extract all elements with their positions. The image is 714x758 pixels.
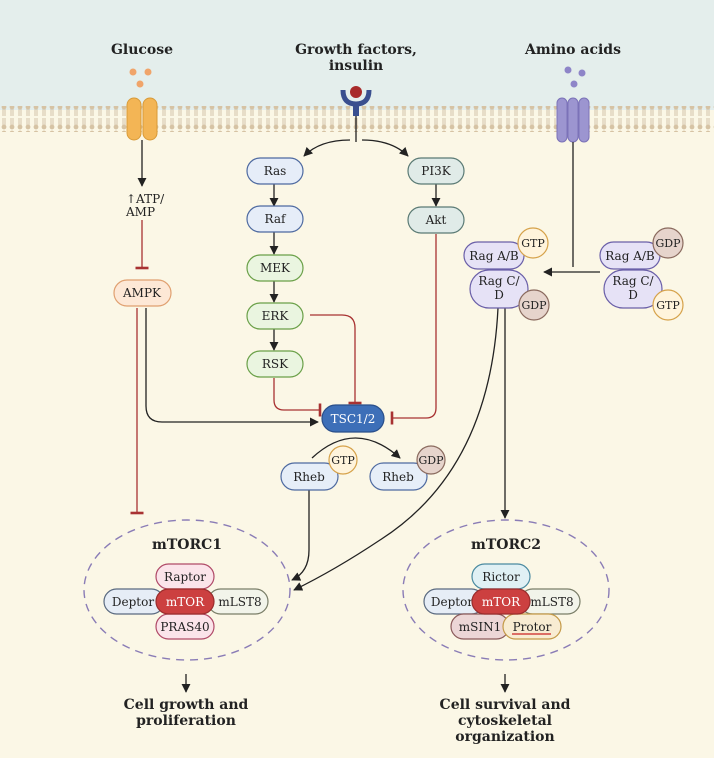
amino-acids-label: Amino acids [524, 42, 621, 58]
rheb-gdp-node: Rheb GDP [369, 445, 446, 491]
svg-text:GDP: GDP [418, 454, 444, 467]
svg-text:AMPK: AMPK [122, 286, 162, 300]
svg-text:Ras: Ras [264, 164, 287, 178]
mtorc2-complex: mTORC2 Rictor Deptor mLST8 mSIN1 Protor … [402, 519, 610, 661]
svg-text:TSC1/2: TSC1/2 [331, 412, 376, 426]
atp-amp-label: ↑ATP/ [126, 192, 165, 206]
svg-text:Akt: Akt [425, 213, 447, 227]
svg-text:Rheb: Rheb [293, 470, 325, 484]
rag-inactive-complex: Rag A/B GDP Rag C/ D GTP [599, 227, 684, 321]
svg-text:GDP: GDP [521, 299, 547, 312]
atp-amp-label-2: AMP [125, 205, 155, 219]
edge-rag-mtorc1 [293, 307, 499, 591]
svg-text:mTOR: mTOR [166, 595, 205, 609]
rheb-gtp-node: Rheb GTP [280, 445, 358, 491]
output-mtorc2-line3: organization [455, 729, 554, 745]
edge-rsk-tsc [273, 378, 322, 417]
erk-node: ERK [246, 302, 304, 330]
mtorc1-complex: mTORC1 Raptor Deptor mLST8 PRAS40 mTOR [83, 519, 291, 661]
insulin-receptor-icon [340, 86, 372, 116]
svg-text:Rheb: Rheb [382, 470, 414, 484]
svg-text:Rag A/B: Rag A/B [469, 249, 519, 263]
svg-text:ERK: ERK [262, 309, 290, 323]
svg-text:GTP: GTP [331, 454, 355, 467]
mtorc2-mtor-node [471, 588, 531, 615]
raf-node: Raf [246, 205, 304, 233]
ras-node: Ras [246, 157, 304, 185]
growth-factors-label: Growth factors, [295, 42, 417, 58]
pi3k-node: PI3K [407, 157, 465, 185]
glucose-label: Glucose [111, 42, 173, 58]
edge-receptor-ras [303, 139, 351, 157]
svg-text:Rag C/: Rag C/ [612, 274, 654, 288]
rsk-node: RSK [246, 350, 304, 378]
svg-text:mTOR: mTOR [482, 595, 521, 609]
edge-erk-tsc [310, 314, 362, 405]
output-mtorc1-line2: proliferation [136, 713, 236, 729]
svg-text:MEK: MEK [260, 261, 291, 275]
mek-node: MEK [246, 254, 304, 282]
ampk-node: AMPK [113, 279, 172, 307]
svg-text:D: D [494, 288, 504, 302]
svg-text:Deptor: Deptor [431, 595, 473, 609]
svg-text:Raf: Raf [265, 212, 287, 226]
svg-text:mTORC1: mTORC1 [152, 537, 222, 553]
svg-text:RSK: RSK [262, 357, 289, 371]
akt-node: Akt [407, 206, 465, 234]
svg-text:GDP: GDP [655, 237, 681, 250]
amino-acid-transporter-icon [556, 97, 590, 143]
mtor-node [155, 588, 215, 615]
svg-text:Rictor: Rictor [482, 570, 520, 584]
amino-acid-molecules-icon [564, 66, 586, 88]
svg-text:PRAS40: PRAS40 [160, 620, 209, 634]
edge-rheb-cycle [311, 437, 401, 459]
protor-node [502, 613, 562, 640]
rag-active-complex: Rag A/B GTP Rag C/ D GDP [463, 227, 550, 321]
svg-text:Deptor: Deptor [112, 595, 154, 609]
edge-akt-tsc [390, 234, 437, 425]
svg-text:Protor: Protor [513, 620, 552, 634]
glucose-transporter-icon [126, 97, 158, 141]
svg-text:mTORC2: mTORC2 [471, 537, 541, 553]
edge-receptor-pi3k [361, 139, 409, 157]
output-mtorc2-line1: Cell survival and [440, 697, 571, 713]
output-mtorc2-line2: cytoskeletal [458, 713, 552, 729]
svg-text:Rag A/B: Rag A/B [605, 249, 655, 263]
glucose-molecules-icon [129, 68, 152, 88]
output-mtorc1-line1: Cell growth and [124, 697, 249, 713]
tsc-node: TSC1/2 [321, 404, 385, 433]
svg-text:GTP: GTP [656, 299, 680, 312]
svg-text:PI3K: PI3K [421, 164, 451, 178]
edge-rheb-mtorc1 [291, 490, 310, 581]
svg-text:mLST8: mLST8 [218, 595, 261, 609]
cytoplasm [0, 110, 714, 758]
svg-text:mLST8: mLST8 [530, 595, 573, 609]
svg-text:mSIN1: mSIN1 [459, 620, 501, 634]
insulin-label: insulin [329, 58, 383, 74]
svg-text:Rag C/: Rag C/ [478, 274, 520, 288]
svg-text:GTP: GTP [521, 237, 545, 250]
svg-text:Raptor: Raptor [164, 570, 206, 584]
edge-ampk-tsc [145, 308, 319, 427]
svg-text:D: D [628, 288, 638, 302]
